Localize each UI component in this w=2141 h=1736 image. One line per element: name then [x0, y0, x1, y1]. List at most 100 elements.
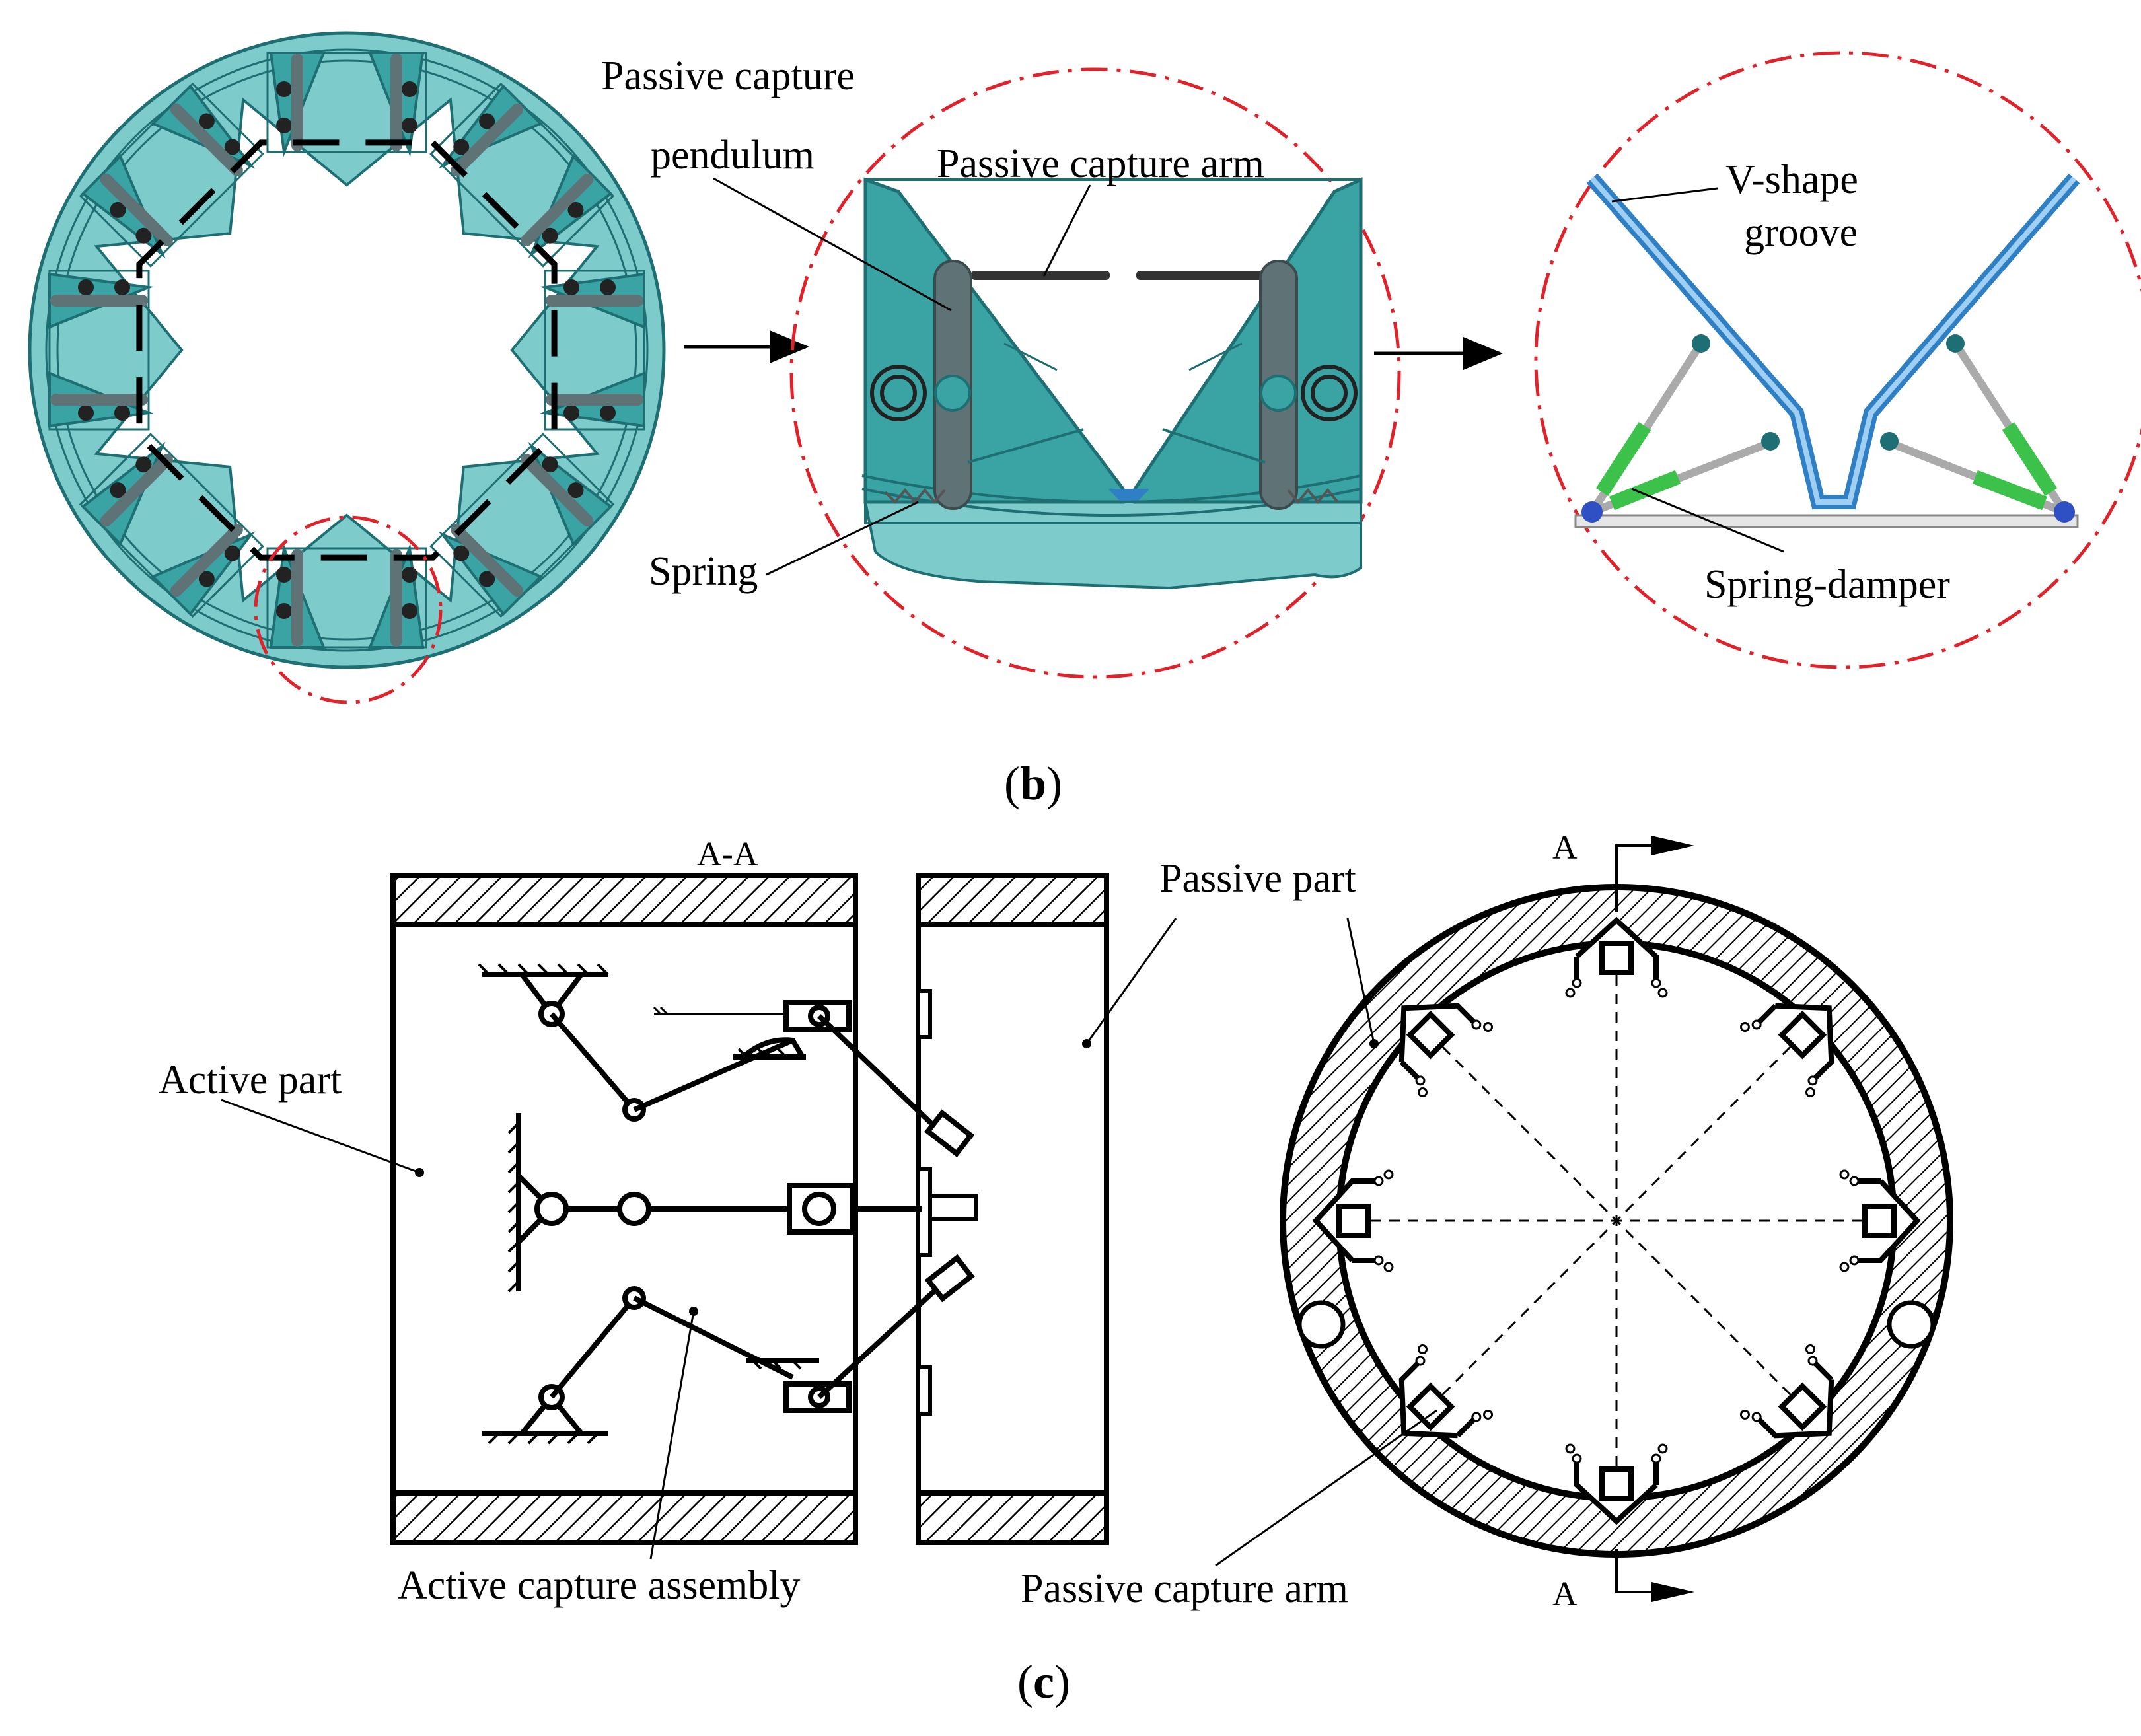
label-v-shape: V-shape — [1725, 157, 1858, 202]
ring-inner-line-1 — [45, 48, 649, 652]
active-part-dot — [415, 1168, 424, 1177]
bolt-left — [870, 365, 927, 421]
label-spring: Spring — [649, 549, 758, 594]
detail-highlight-circle — [254, 515, 443, 704]
label-groove: groove — [1744, 210, 1858, 255]
arm-bottom-claw — [924, 1254, 975, 1303]
caption-c: (c) — [1017, 1655, 1070, 1708]
capture-modules — [48, 52, 645, 649]
leader-passive-part-2 — [1346, 918, 1375, 1044]
v-groove-profile-inner — [1589, 176, 2077, 505]
capture-module — [429, 82, 615, 268]
joint-left-top — [1692, 334, 1710, 353]
assembly-dot — [689, 1307, 698, 1316]
support-top-right — [741, 1037, 805, 1060]
leader-spring-damper — [1631, 488, 1784, 553]
link-top-1 — [549, 1012, 637, 1112]
label-section-a-a: A-A — [697, 836, 758, 873]
passive-slot-1 — [916, 989, 932, 1039]
guide-hole-left — [1297, 1300, 1346, 1349]
passive-slot-3 — [916, 1365, 932, 1416]
pivot-right — [1260, 375, 1297, 412]
section-arrow-bottom — [1651, 1582, 1694, 1602]
capture-claw — [1565, 1443, 1668, 1525]
ground-hatch-mid — [507, 1122, 520, 1293]
v-groove-detail — [1534, 51, 2141, 669]
caption-b: (b) — [1004, 757, 1062, 810]
capture-arm-right — [1136, 271, 1275, 280]
leader-v-shape — [1611, 187, 1718, 203]
ring-top-view — [28, 31, 666, 704]
stop-hatch-top — [653, 1006, 669, 1015]
passive-ring-dot — [1369, 1039, 1379, 1048]
detail-view-module — [789, 67, 1401, 679]
capture-claw — [1739, 1344, 1834, 1439]
guide-hole-right — [1887, 1300, 1936, 1349]
joint-mid-center — [617, 1192, 651, 1226]
link-bottom-2 — [633, 1295, 794, 1380]
joint-right-inner — [1880, 432, 1899, 451]
passive-ring-view — [1280, 836, 1953, 1602]
strut-inner-left-green — [1609, 470, 1681, 511]
link-bottom-1 — [549, 1296, 637, 1399]
passive-hatch-bottom — [916, 1490, 1109, 1545]
capture-claw — [1739, 1003, 1834, 1098]
section-marker-top — [1615, 844, 1665, 912]
passive-hatch-top — [916, 873, 1109, 927]
spring-right — [1287, 488, 1339, 505]
label-section-mark-top: A — [1552, 829, 1578, 867]
strut-inner-right-green — [1973, 470, 2047, 511]
capture-claw — [1398, 1344, 1494, 1439]
leader-active-part — [221, 1099, 420, 1174]
detail-circle-boundary — [789, 67, 1401, 679]
label-active-part: Active part — [159, 1058, 342, 1103]
label-section-mark-bottom: A — [1552, 1575, 1578, 1613]
passive-pin — [928, 1194, 978, 1221]
joint-left-inner — [1761, 432, 1780, 451]
groove-base-plate — [1574, 514, 2079, 528]
capture-module — [79, 82, 264, 268]
link-top-2 — [633, 1038, 794, 1112]
capture-module — [266, 543, 427, 649]
label-passive-part: Passive part — [1159, 856, 1356, 901]
leader-passive-part-1 — [1085, 918, 1177, 1044]
center-line — [1429, 1033, 1804, 1408]
label-active-capture-assembly: Active capture assembly — [398, 1563, 800, 1608]
arm-top-rod — [817, 1014, 947, 1138]
slider-mid-pin — [802, 1192, 836, 1226]
label-passive-capture-arm-c: Passive capture arm — [1021, 1566, 1348, 1611]
capture-claw — [1398, 1003, 1494, 1098]
label-passive-capture: Passive capture — [601, 54, 855, 98]
capture-module — [540, 270, 645, 431]
section-marker-bottom — [1615, 1549, 1665, 1593]
label-spring-damper: Spring-damper — [1704, 562, 1950, 607]
bolt-right — [1301, 365, 1358, 421]
arm-bottom-rod — [817, 1280, 947, 1399]
dashed-octagon — [136, 139, 558, 561]
leader-active-capture-assembly — [649, 1311, 695, 1560]
joint-right-base — [2054, 501, 2075, 523]
joint-right-top — [1946, 334, 1965, 353]
ground-hatch-top-left — [478, 963, 609, 976]
active-hatch-top — [390, 873, 858, 927]
active-hatch-bottom — [390, 1490, 858, 1545]
pivot-left — [934, 375, 971, 412]
strut-outer-right-green — [2002, 422, 2058, 496]
spring-left — [884, 488, 946, 505]
capture-arm-left — [971, 271, 1110, 280]
groove-circle-boundary — [1534, 51, 2141, 669]
strut-outer-left-green — [1595, 422, 1651, 496]
center-dashed-lines — [1352, 957, 1881, 1485]
link-left — [967, 428, 1084, 464]
capture-claw — [1312, 1169, 1394, 1272]
capture-claw — [1839, 1169, 1921, 1272]
leader-spring — [766, 501, 919, 576]
capture-module — [79, 433, 264, 618]
leader-pendulum — [713, 177, 952, 312]
label-pendulum: pendulum — [651, 133, 815, 178]
capture-module — [48, 270, 154, 431]
capture-claws — [1312, 916, 1921, 1525]
right-wedge — [1133, 177, 1363, 504]
